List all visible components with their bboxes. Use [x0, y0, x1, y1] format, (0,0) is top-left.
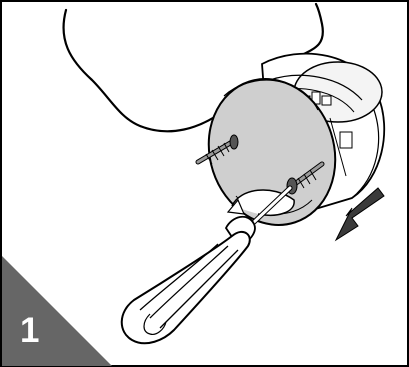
screwdriver [122, 188, 290, 343]
step-number: 1 [20, 306, 70, 356]
